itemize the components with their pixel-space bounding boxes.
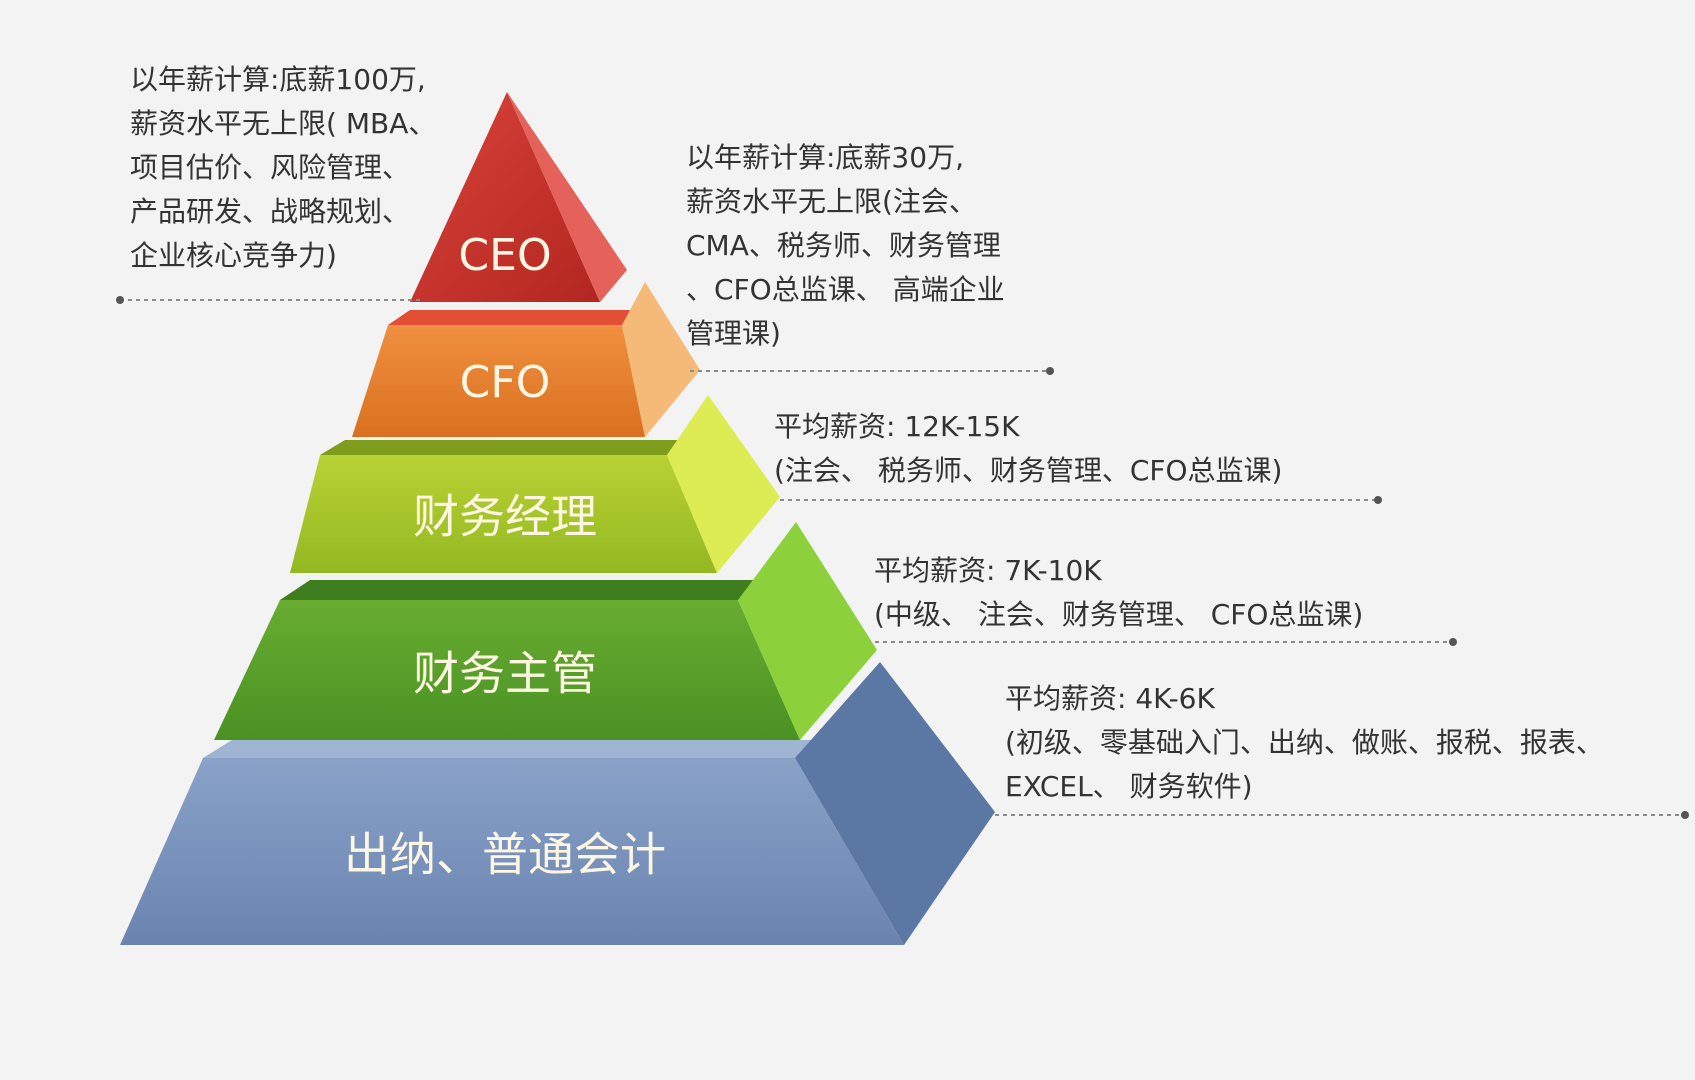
level-finance-supervisor-side	[738, 522, 877, 740]
note-ceo-line-2: 薪资水平无上限( MBA、	[130, 107, 437, 140]
note-ceo-line-3: 项目估价、风险管理、	[130, 151, 411, 184]
note-cfo-line-1: 以年薪计算:底薪30万,	[686, 141, 964, 174]
note-cfo-line-5: 管理课)	[686, 317, 781, 350]
level-ceo: CEO	[410, 92, 627, 302]
note-finance-supervisor: 平均薪资: 7K-10K (中级、 注会、财务管理、 CFO总监课)	[874, 549, 1363, 637]
leader-dot-finance-supervisor	[1449, 638, 1457, 646]
level-cashier-accountant-top	[203, 740, 825, 758]
leader-dot-cfo	[1046, 367, 1054, 375]
leader-lines	[120, 299, 1685, 816]
level-finance-supervisor: 财务主管	[214, 522, 877, 740]
note-ceo-line-4: 产品研发、战略规划、	[130, 195, 411, 228]
level-cfo: CFO	[352, 282, 700, 437]
level-finance-manager-side	[667, 395, 780, 573]
note-cfo-line-4: 、CFO总监课、 高端企业	[686, 273, 1005, 306]
level-finance-manager-top	[320, 440, 695, 455]
leader-dot-cashier-accountant	[1681, 811, 1689, 819]
level-cfo-top	[388, 310, 640, 325]
level-cfo-label: CFO	[460, 357, 551, 408]
level-finance-supervisor-top	[280, 580, 770, 600]
note-cfo: 以年薪计算:底薪30万, 薪资水平无上限(注会、 CMA、税务师、财务管理 、C…	[686, 136, 1005, 356]
level-cashier-accountant-label: 出纳、普通会计	[344, 828, 666, 882]
level-cashier-accountant-side	[795, 662, 995, 945]
note-cashier-accountant-line-1: 平均薪资: 4K-6K	[1005, 682, 1215, 715]
leader-dots	[116, 296, 1689, 819]
leader-dot-ceo	[116, 296, 124, 304]
note-finance-supervisor-line-1: 平均薪资: 7K-10K	[874, 554, 1102, 587]
level-ceo-front	[410, 92, 600, 302]
note-cfo-line-2: 薪资水平无上限(注会、	[686, 185, 977, 218]
level-ceo-side	[507, 92, 627, 302]
level-finance-manager-label: 财务经理	[413, 490, 597, 544]
note-cashier-accountant: 平均薪资: 4K-6K (初级、零基础入门、出纳、做账、报税、报表、 EXCEL…	[1005, 677, 1604, 809]
note-finance-manager-line-2: (注会、 税务师、财务管理、CFO总监课)	[774, 454, 1283, 487]
note-cfo-line-3: CMA、税务师、财务管理	[686, 229, 1001, 262]
note-cashier-accountant-line-3: EXCEL、 财务软件)	[1005, 770, 1253, 803]
note-cashier-accountant-line-2: (初级、零基础入门、出纳、做账、报税、报表、	[1005, 726, 1604, 759]
level-cfo-front	[352, 325, 645, 437]
note-finance-manager: 平均薪资: 12K-15K (注会、 税务师、财务管理、CFO总监课)	[774, 405, 1282, 493]
level-cashier-accountant: 出纳、普通会计	[120, 662, 995, 945]
note-finance-manager-line-1: 平均薪资: 12K-15K	[774, 410, 1020, 443]
note-ceo-line-1: 以年薪计算:底薪100万,	[130, 63, 426, 96]
level-ceo-label: CEO	[458, 230, 551, 281]
note-ceo: 以年薪计算:底薪100万, 薪资水平无上限( MBA、 项目估价、风险管理、 产…	[130, 58, 436, 278]
level-cfo-side	[622, 282, 700, 437]
level-finance-manager: 财务经理	[290, 395, 780, 573]
level-finance-supervisor-front	[214, 600, 800, 740]
level-finance-manager-front	[290, 455, 717, 573]
leader-dot-finance-manager	[1374, 496, 1382, 504]
level-finance-supervisor-label: 财务主管	[413, 647, 597, 701]
note-ceo-line-5: 企业核心竞争力)	[130, 239, 337, 272]
note-finance-supervisor-line-2: (中级、 注会、财务管理、 CFO总监课)	[874, 598, 1364, 631]
level-cashier-accountant-front	[120, 758, 904, 945]
